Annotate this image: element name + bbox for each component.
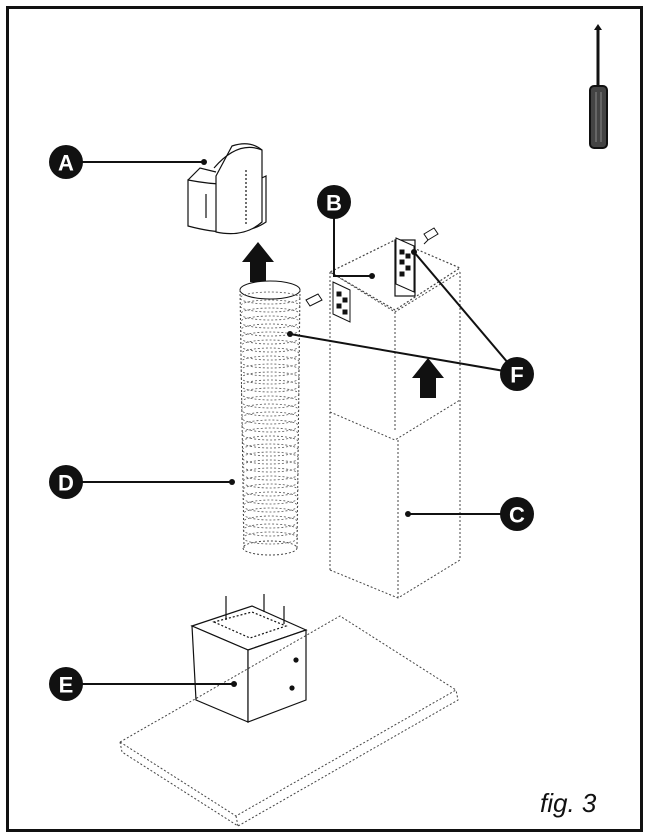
callout-c: C: [500, 497, 534, 531]
bracket-part-f-left: [332, 281, 351, 323]
duct-rib: [240, 363, 300, 377]
callout-a: A: [49, 145, 83, 179]
duct-rib: [241, 451, 299, 465]
motor-housing-part-e: [190, 594, 308, 723]
duct-rib: [239, 299, 301, 313]
duct-rib: [240, 347, 300, 361]
callout-e-label: E: [59, 673, 74, 698]
duct-rib: [240, 323, 301, 337]
screwdriver-icon: [589, 24, 608, 149]
hood-body: [119, 615, 459, 827]
chimney-cover-part-c: [329, 271, 461, 599]
duct-flange-part-a: [187, 143, 267, 235]
duct-rib: [241, 443, 299, 457]
chimney-top-cap: [328, 239, 462, 311]
duct-rib: [240, 379, 300, 393]
flexible-duct-part-d: [239, 280, 301, 556]
callout-b: B: [317, 185, 351, 219]
duct-rib: [240, 331, 300, 345]
arrow-up-icon: [242, 242, 274, 282]
callout-f-label: F: [510, 363, 523, 388]
callout-b-label: B: [326, 191, 342, 216]
bracket-part-f-right: [395, 237, 415, 293]
duct-rib: [242, 475, 299, 489]
duct-rib: [242, 531, 298, 545]
duct-rib: [240, 315, 301, 329]
arrow-up-icon-chimney: [412, 358, 444, 398]
duct-rib: [241, 387, 300, 401]
screw-icon: [423, 227, 439, 245]
figure-frame: [6, 6, 643, 832]
duct-rib: [240, 355, 300, 369]
callout-a-label: A: [58, 151, 74, 176]
duct-rib: [242, 507, 299, 521]
duct-rib: [242, 499, 299, 513]
duct-rib: [240, 371, 300, 385]
duct-rib: [239, 307, 301, 321]
callout-e: E: [49, 667, 83, 701]
duct-rib: [242, 483, 299, 497]
duct-rib: [242, 515, 299, 529]
callout-d: D: [49, 465, 83, 499]
screw-icon-left: [305, 293, 323, 307]
callout-c-label: C: [509, 503, 525, 528]
figure-caption: fig. 3: [540, 788, 597, 818]
duct-rib: [242, 467, 299, 481]
duct-rib: [239, 291, 301, 305]
leader-dots: [201, 159, 417, 687]
duct-rib: [241, 411, 300, 425]
duct-rib: [242, 491, 299, 505]
duct-rib: [240, 339, 300, 353]
duct-rib: [241, 403, 300, 417]
duct-rib: [241, 459, 299, 473]
duct-rib: [242, 523, 299, 537]
leader-lines: [82, 161, 515, 685]
duct-rib: [241, 395, 300, 409]
duct-rib: [241, 419, 300, 433]
duct-rib: [241, 435, 299, 449]
duct-ribs: [239, 291, 301, 545]
callout-d-label: D: [58, 471, 74, 496]
duct-rib: [241, 427, 300, 441]
callout-f: F: [500, 357, 534, 391]
